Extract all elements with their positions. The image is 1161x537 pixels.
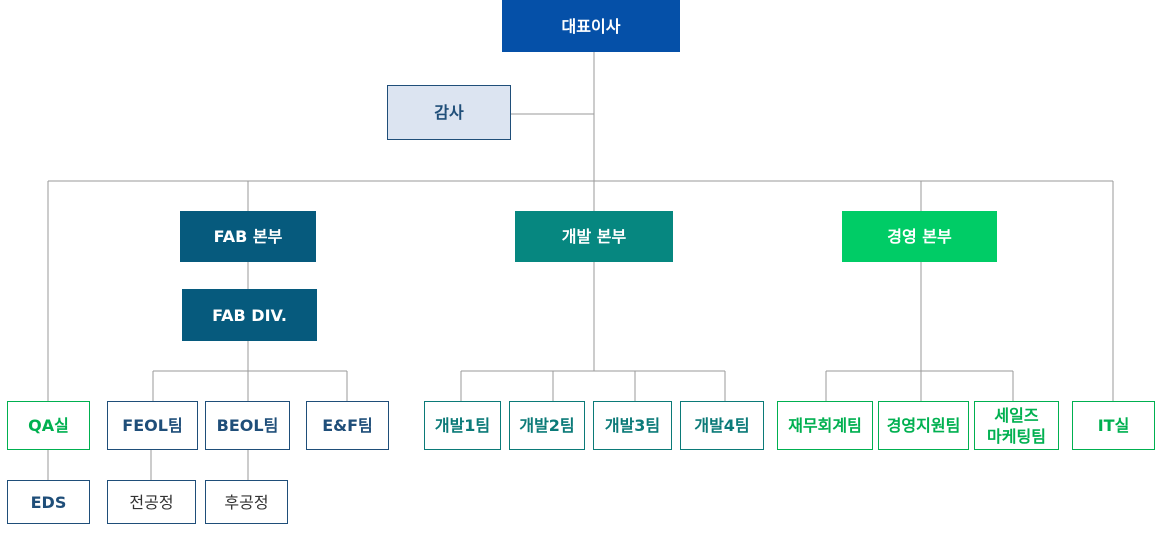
sales-line-2: 마케팅팀 [987,426,1046,446]
node-eds: EDS [7,480,90,524]
node-back-process: 후공정 [205,480,288,524]
node-fab-div: FAB DIV. [182,289,317,341]
node-dev4: 개발4팀 [680,401,764,450]
node-audit: 감사 [387,85,511,140]
node-dev3: 개발3팀 [593,401,672,450]
node-fab-hq: FAB 본부 [180,211,316,262]
node-beol: BEOL팀 [205,401,290,450]
node-feol: FEOL팀 [107,401,198,450]
node-sales-marketing: 세일즈 마케팅팀 [974,401,1059,450]
node-ceo: 대표이사 [502,0,680,52]
node-qa: QA실 [7,401,90,450]
node-dev-hq: 개발 본부 [515,211,673,262]
node-mgmt-support: 경영지원팀 [878,401,969,450]
node-ef: E&F팀 [306,401,389,450]
node-mgmt-hq: 경영 본부 [842,211,997,262]
node-it: IT실 [1072,401,1155,450]
node-dev2: 개발2팀 [509,401,585,450]
node-front-process: 전공정 [107,480,196,524]
sales-line-1: 세일즈 [994,405,1039,425]
node-dev1: 개발1팀 [424,401,501,450]
node-finance: 재무회계팀 [777,401,873,450]
